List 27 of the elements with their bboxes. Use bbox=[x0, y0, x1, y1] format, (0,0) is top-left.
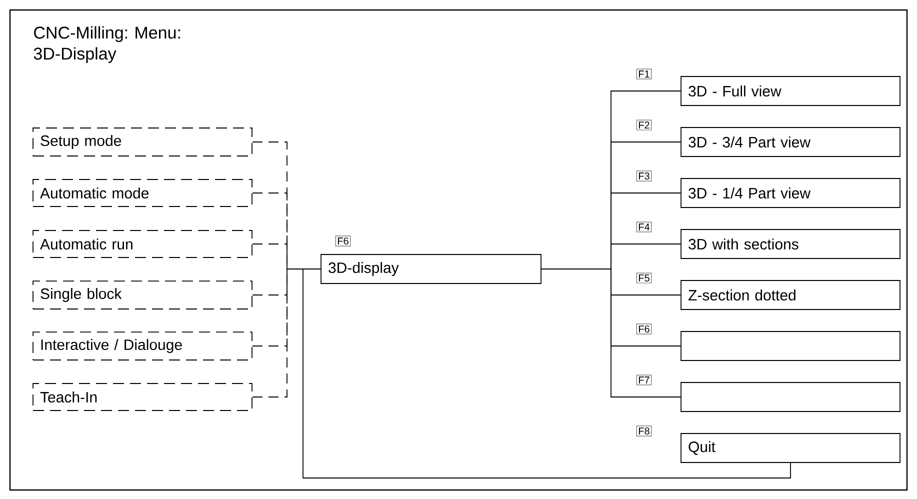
function-key-tag: F4 bbox=[636, 222, 652, 232]
function-key-tag: F8 bbox=[636, 426, 652, 436]
function-key-tag: F2 bbox=[636, 120, 652, 130]
menu-option-box: Interactive / Dialouge bbox=[32, 332, 252, 360]
empty-submenu-box bbox=[680, 382, 900, 412]
submenu-box: 3D - 1/4 Part view bbox=[680, 178, 900, 208]
submenu-box: 3D - Full view bbox=[680, 76, 900, 106]
menu-option-box: Teach-In bbox=[32, 383, 252, 411]
submenu-box: 3D with sections bbox=[680, 229, 900, 259]
empty-submenu-box bbox=[680, 331, 900, 361]
submenu-box: 3D - 3/4 Part view bbox=[680, 127, 900, 157]
menu-option-box: Automatic mode bbox=[32, 179, 252, 207]
submenu-box: Quit bbox=[680, 433, 900, 463]
menu-option-box: Automatic run bbox=[32, 230, 252, 258]
function-key-tag: F7 bbox=[636, 374, 652, 386]
function-key-tag: F6 bbox=[335, 236, 351, 246]
menu-box: 3D-display bbox=[320, 254, 542, 284]
function-key-tag: F3 bbox=[636, 170, 652, 182]
connector-line bbox=[302, 268, 791, 478]
connector-line bbox=[541, 268, 681, 398]
function-key-tag: F1 bbox=[636, 68, 652, 80]
function-key-tag: F5 bbox=[636, 272, 652, 284]
submenu-box: Z-section dotted bbox=[680, 280, 900, 310]
function-key-tag: F6 bbox=[636, 324, 652, 334]
menu-option-box: Single block bbox=[32, 280, 252, 310]
title: CNC-Milling: Menu: 3D-Display bbox=[34, 26, 180, 64]
menu-option-box: Setup mode bbox=[32, 128, 252, 156]
